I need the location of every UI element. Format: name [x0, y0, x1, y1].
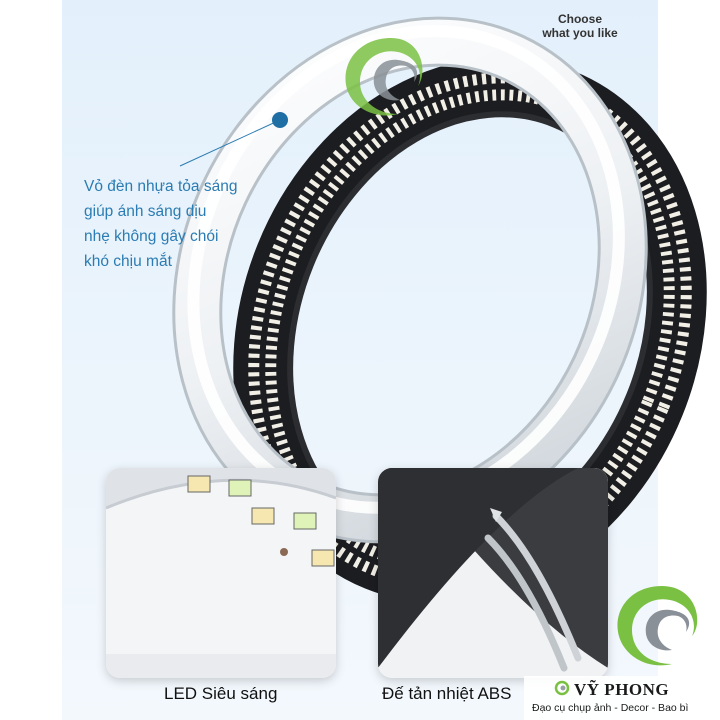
- abs-caption: Đế tản nhiệt ABS: [382, 684, 512, 703]
- callout-pointer-line: [179, 119, 281, 167]
- brand-footer: VỸ PHONG Đạo cụ chụp ảnh - Decor - Bao b…: [524, 676, 720, 720]
- led-detail-card: [106, 468, 336, 678]
- led-closeup-icon: [106, 468, 336, 678]
- callout-line: khó chịu mắt: [84, 253, 172, 270]
- callout-line: giúp ánh sáng dịu: [84, 203, 207, 220]
- callout-line: nhẹ không gây chói: [84, 228, 219, 245]
- brand-tagline: Đạo cụ chụp ảnh - Decor - Bao bì: [532, 702, 689, 714]
- led-caption: LED Siêu sáng: [164, 684, 278, 703]
- brand-logo-icon: [617, 586, 698, 666]
- abs-base-closeup-icon: [378, 468, 608, 678]
- abs-detail-card: [378, 468, 608, 678]
- choose-line1: Choose: [557, 12, 602, 26]
- callout-dot: [272, 112, 288, 128]
- brand-mark-icon: [554, 680, 570, 696]
- feature-callout: Vỏ đèn nhựa tỏa sáng giúp ánh sáng dịu n…: [84, 174, 284, 274]
- callout-line: Vỏ đèn nhựa tỏa sáng: [84, 178, 238, 195]
- choose-line2: what you like: [542, 26, 618, 40]
- brand-logo-watermark-icon: [345, 38, 423, 116]
- brand-name: VỸ PHONG: [574, 680, 670, 699]
- choose-heading: Choose what you like: [530, 12, 630, 40]
